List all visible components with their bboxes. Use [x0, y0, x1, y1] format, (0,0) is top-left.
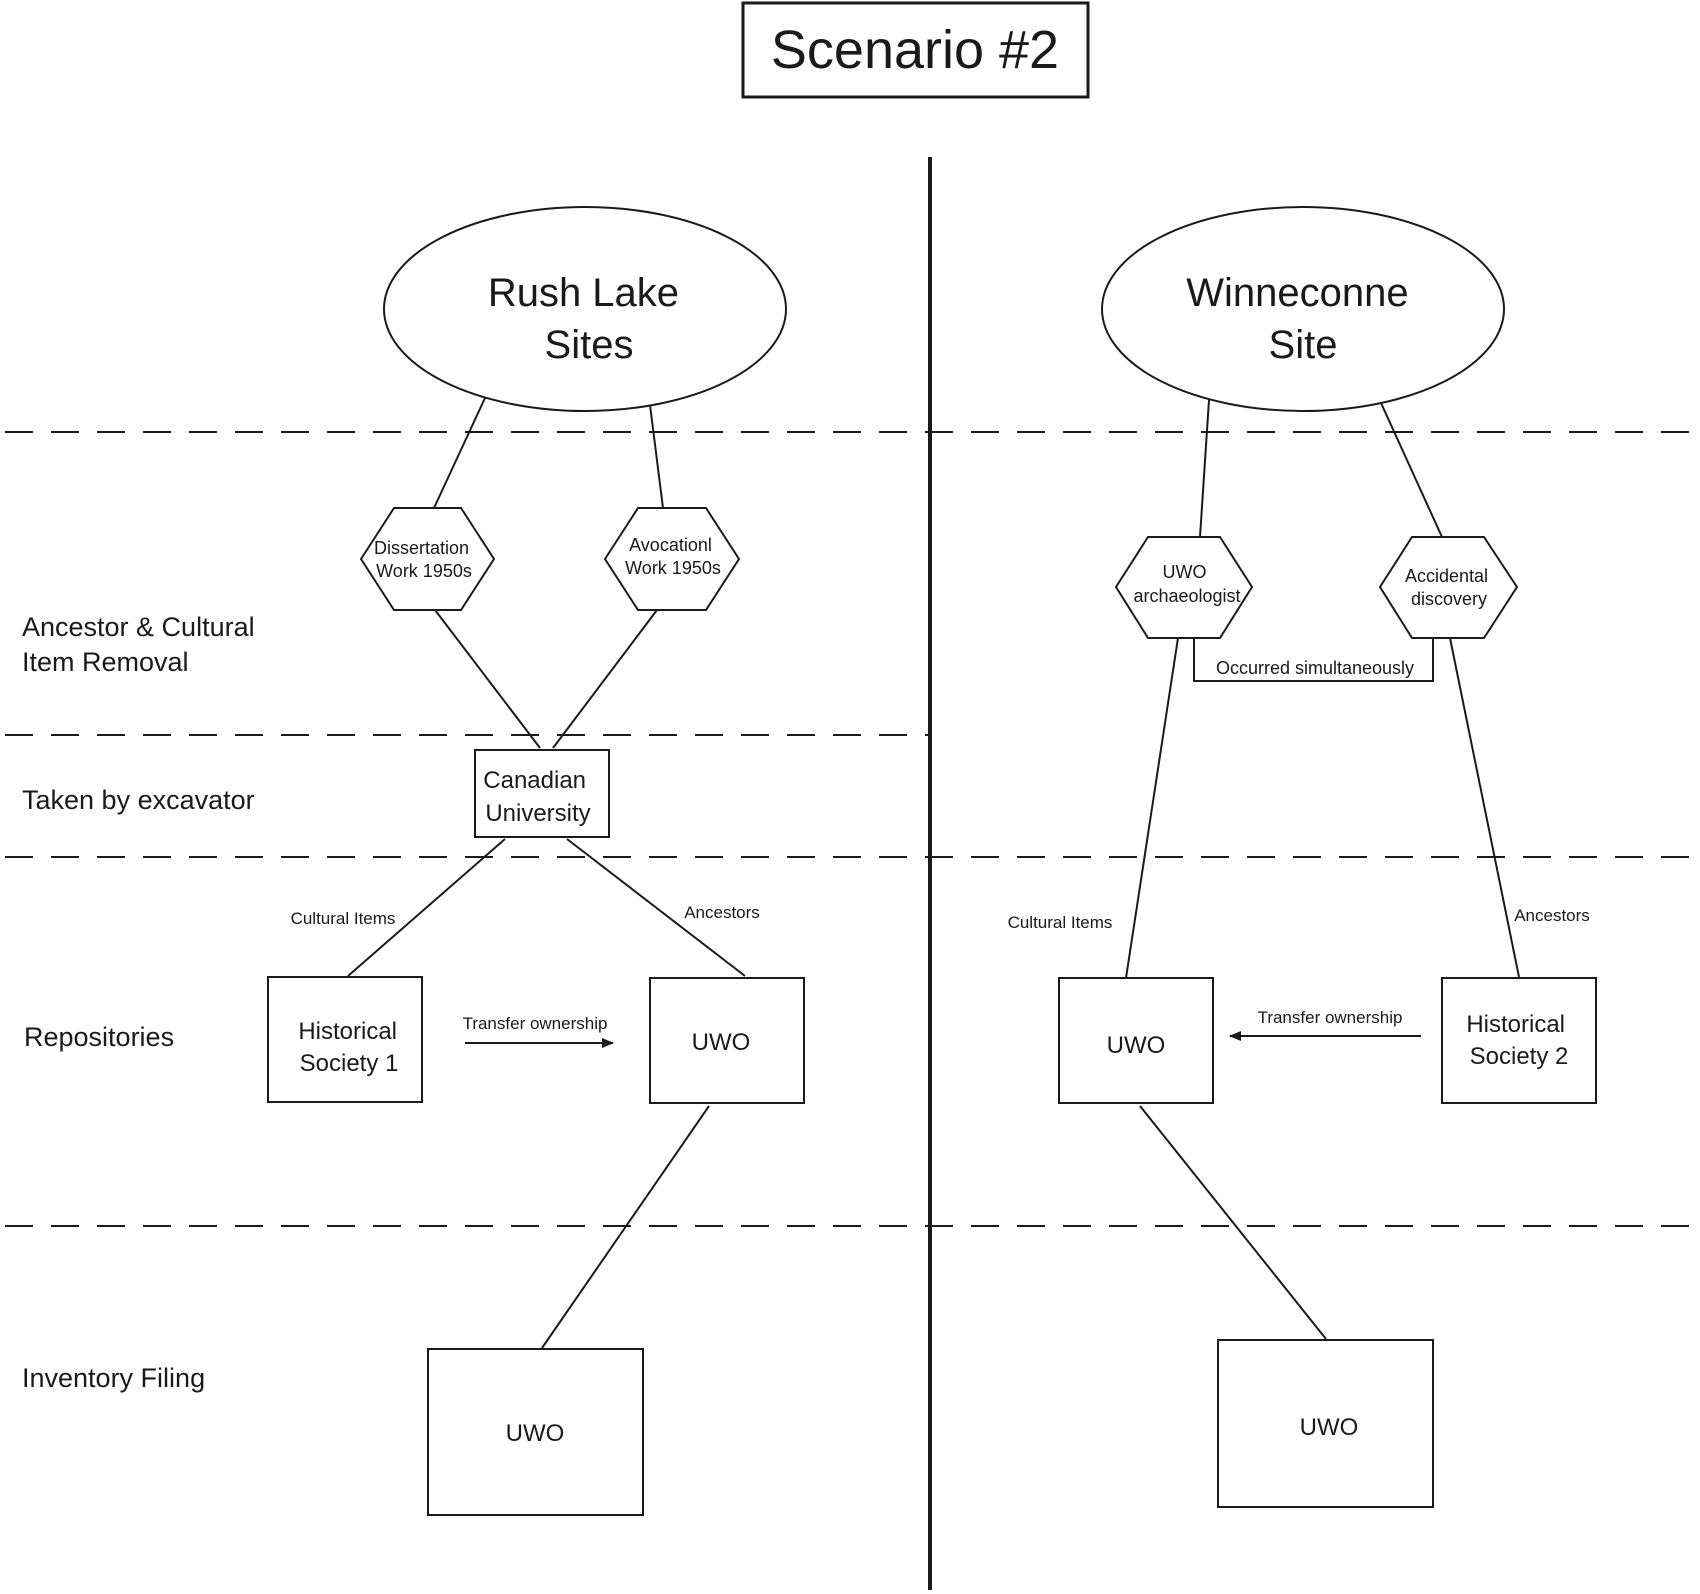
left-box-uwo-repository: [649, 977, 805, 1104]
left-edge-canadian-to-uwo: [566, 838, 746, 977]
right-box-uwo-repository-label: UWO: [1107, 1032, 1166, 1059]
diagram-title: Scenario #2: [771, 20, 1059, 80]
right-hex-accidental-label: Accidental discovery: [1405, 566, 1493, 609]
left-box-historical-society-1: [267, 976, 423, 1103]
title-box: [741, 1, 1090, 99]
right-box-uwo-inventory: [1217, 1339, 1434, 1508]
row-label-removal: Ancestor & Cultural Item Removal: [22, 612, 262, 677]
row-label-excavator: Taken by excavator: [22, 785, 255, 815]
right-hex-archaeologist-label: UWO archaeologist: [1133, 562, 1240, 606]
left-site-label: Rush Lake Sites: [488, 271, 690, 367]
left-hex-avocational-label: Avocationl Work 1950s: [625, 535, 721, 578]
right-box-historical-society-2: [1441, 977, 1597, 1104]
left-transfer-label: Transfer ownership: [463, 1014, 608, 1033]
right-edge-label-cultural: Cultural Items: [1008, 913, 1113, 932]
right-box-historical-society-2-label: Historical Society 2: [1466, 1011, 1571, 1070]
left-edge-site-to-dissertation: [433, 397, 486, 509]
left-hex-avocational: [603, 507, 741, 611]
right-hex-accidental: [1378, 536, 1519, 639]
right-simultaneous-label: Occurred simultaneously: [1216, 658, 1414, 678]
left-box-uwo-repository-label: UWO: [692, 1029, 751, 1056]
left-box-uwo-inventory: [427, 1348, 644, 1516]
left-site-ellipse: [383, 206, 787, 412]
left-edge-avocational-to-canadian: [552, 609, 658, 749]
left-box-canadian-university-label: Canadian University: [483, 767, 592, 827]
right-site-ellipse: [1101, 206, 1505, 412]
left-box-historical-society-1-label: Historical Society 1: [298, 1018, 403, 1077]
right-box-uwo-inventory-label: UWO: [1300, 1414, 1359, 1441]
left-hex-dissertation-label: Dissertation Work 1950s: [374, 538, 474, 581]
right-edge-site-to-archaeologist: [1199, 399, 1210, 538]
left-edge-label-cultural: Cultural Items: [291, 909, 396, 928]
left-edge-canadian-to-society1: [347, 838, 506, 977]
right-hex-archaeologist: [1114, 536, 1254, 639]
left-hex-dissertation: [359, 507, 496, 611]
left-box-canadian-university: [474, 749, 610, 838]
right-edge-accidental-to-society2: [1449, 637, 1520, 978]
left-edge-uwo-to-inventory: [541, 1105, 710, 1349]
right-site-label: Winneconne Site: [1186, 271, 1420, 367]
row-label-inventory: Inventory Filing: [22, 1363, 205, 1393]
row-label-repositories: Repositories: [24, 1022, 174, 1052]
left-edge-site-to-avocational: [649, 404, 664, 509]
right-simultaneous-bracket: [1193, 638, 1434, 682]
right-edge-label-ancestors: Ancestors: [1514, 906, 1590, 925]
right-box-uwo-repository: [1058, 977, 1214, 1104]
left-box-uwo-inventory-label: UWO: [506, 1420, 565, 1447]
right-transfer-label: Transfer ownership: [1258, 1008, 1403, 1027]
right-edge-archaeologist-to-uwo: [1125, 637, 1179, 979]
right-edge-site-to-accidental: [1380, 402, 1443, 538]
left-edge-dissertation-to-canadian: [434, 609, 541, 749]
right-edge-uwo-to-inventory: [1139, 1105, 1327, 1340]
left-edge-label-ancestors: Ancestors: [684, 903, 760, 922]
